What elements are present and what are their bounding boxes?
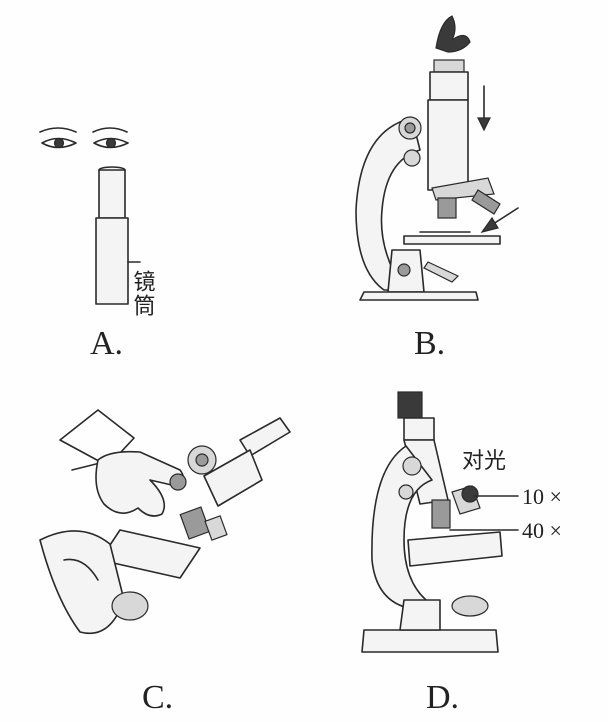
panel-b: B. <box>355 15 519 362</box>
eyes-illustration <box>39 127 129 149</box>
microscope-c-illustration <box>39 409 291 634</box>
panel-d: 对光 10 × 40 × D. <box>361 391 562 716</box>
panel-label-a: A. <box>90 325 123 362</box>
panel-a: 镜筒 A. <box>39 127 156 362</box>
tube-annotation: 镜筒 <box>130 270 156 318</box>
microscope-b-illustration <box>355 15 519 301</box>
eyepiece-tube-illustration <box>95 166 141 305</box>
panel-label-c: C. <box>142 679 173 716</box>
panel-c: C. <box>39 409 291 716</box>
objective-40x-label: 40 × <box>522 518 562 543</box>
adjust-light-annotation: 对光 <box>462 449 506 474</box>
panel-label-b: B. <box>414 325 445 362</box>
microscope-d-illustration <box>361 391 519 653</box>
panel-label-d: D. <box>426 679 459 716</box>
objective-10x-label: 10 × <box>522 484 562 509</box>
